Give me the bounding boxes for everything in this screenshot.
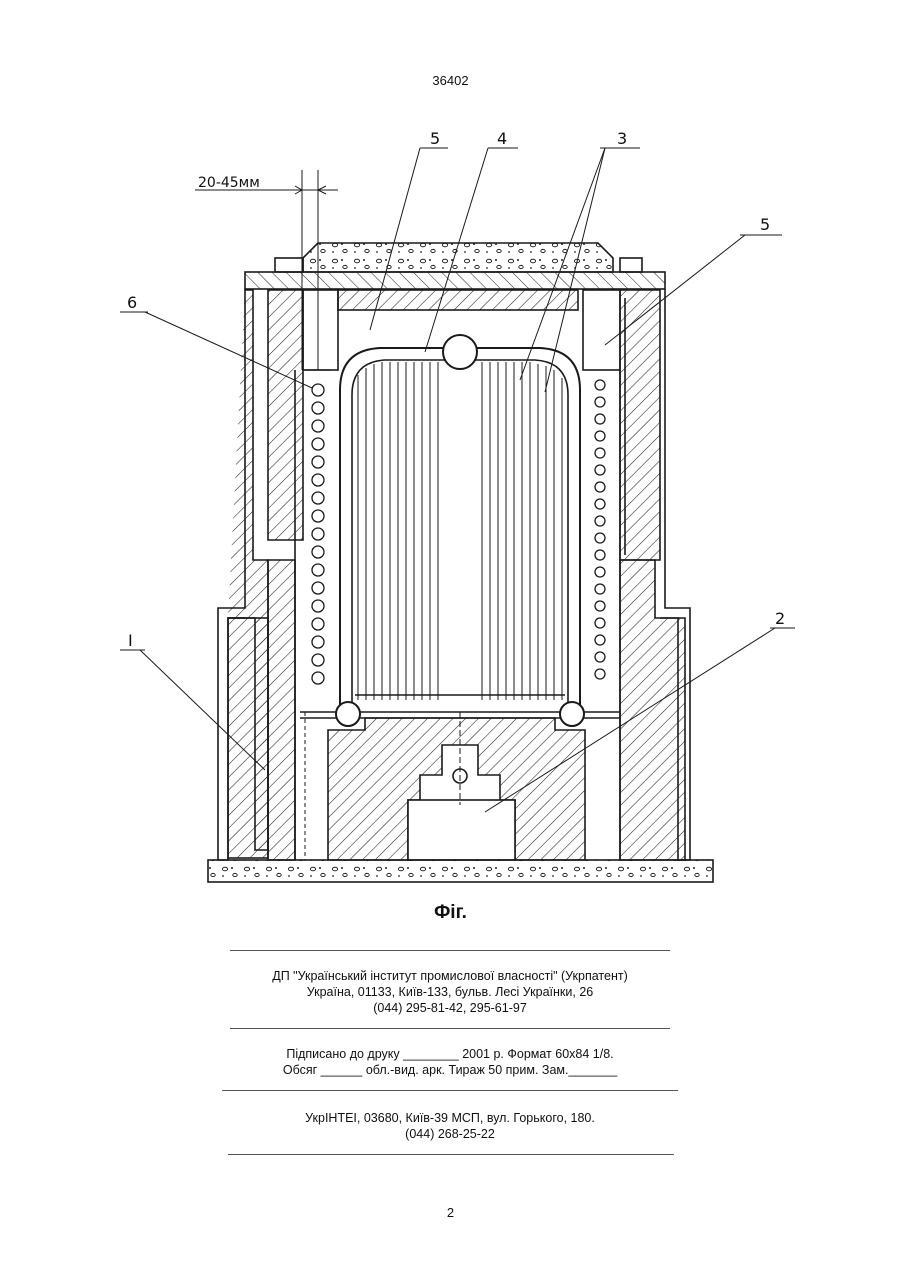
publisher-phone: (044) 295-81-42, 295-61-97: [150, 1000, 750, 1016]
right-lower-node: [560, 702, 584, 726]
page-number: 2: [0, 1205, 901, 1220]
divider-4: [228, 1154, 674, 1155]
furnace-cross-section-drawing: 20-45мм 5 4 3 5 6 I 2: [105, 105, 795, 905]
callout-4: 4: [497, 129, 507, 148]
publisher-block: ДП "Український інститут промислової вла…: [150, 968, 750, 1016]
workpiece-rod-bundle: [358, 362, 562, 700]
callout-2: 2: [775, 609, 785, 628]
figure-caption: Фіг.: [0, 902, 901, 924]
left-heater-coil-6: [305, 370, 330, 684]
callout-5-left: 5: [430, 129, 440, 148]
right-upper-insulation: [620, 290, 660, 560]
printer-block: УкрІНТЕІ, 03680, Київ-39 МСП, вул. Горьк…: [150, 1110, 750, 1142]
right-heater-coil: [595, 380, 605, 679]
heater-loop-inner: [352, 360, 568, 710]
callout-3: 3: [617, 129, 627, 148]
left-upper-insulation: [268, 290, 303, 540]
print-info-block: Підписано до друку ________ 2001 р. Форм…: [150, 1046, 750, 1078]
publisher-name: ДП "Український інститут промислової вла…: [150, 968, 750, 984]
divider-1: [230, 950, 670, 951]
top-insulation-layer: [303, 243, 613, 272]
callout-5-right: 5: [760, 215, 770, 234]
dimension-label: 20-45мм: [198, 175, 260, 191]
print-volume-line: Обсяг ______ обл.-вид. арк. Тираж 50 при…: [150, 1062, 750, 1078]
base-channel: [408, 800, 515, 860]
print-signed-line: Підписано до друку ________ 2001 р. Форм…: [150, 1046, 750, 1062]
patent-number-header: 36402: [0, 73, 901, 88]
heater-loop-outer: [340, 348, 580, 710]
divider-2: [230, 1028, 670, 1029]
publisher-address: Україна, 01133, Київ-133, бульв. Лесі Ук…: [150, 984, 750, 1000]
right-outer-wall: [620, 560, 685, 860]
top-collector-node: [443, 335, 477, 369]
callout-I: I: [128, 631, 133, 650]
lid-inner-plate: [338, 290, 578, 310]
printer-phone: (044) 268-25-22: [150, 1126, 750, 1142]
furnace-lid: [245, 272, 665, 289]
left-lower-node: [336, 702, 360, 726]
foundation-slab: [208, 860, 713, 882]
printer-address: УкрІНТЕІ, 03680, Київ-39 МСП, вул. Горьк…: [150, 1110, 750, 1126]
divider-3: [222, 1090, 678, 1091]
right-channel-5: [583, 290, 620, 370]
left-channel-5: [303, 290, 338, 370]
callout-6: 6: [127, 293, 137, 312]
left-base-wall-I: [228, 618, 268, 858]
